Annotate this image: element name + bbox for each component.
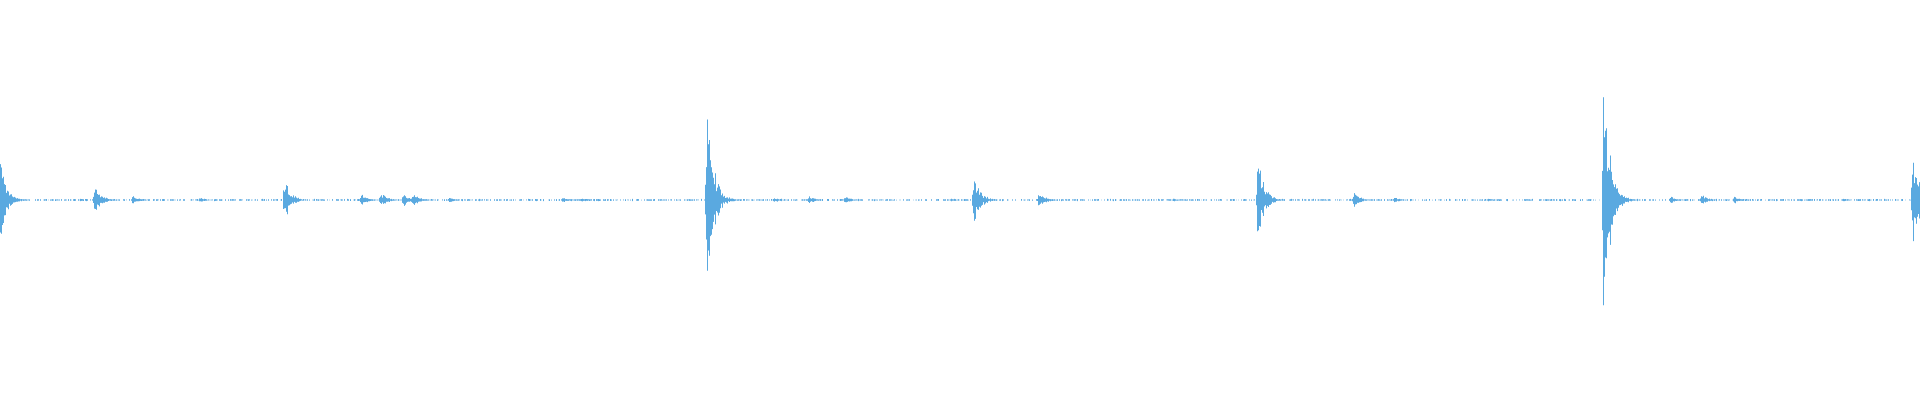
waveform-trace: [0, 97, 1920, 306]
waveform-samples: [0, 97, 1920, 306]
